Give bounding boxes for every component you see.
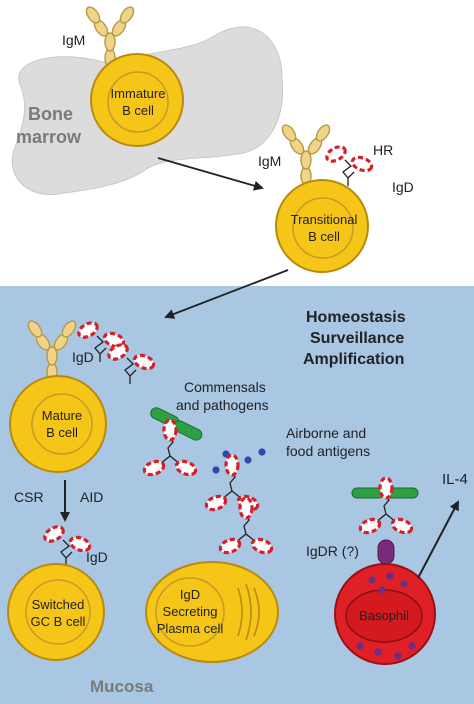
basophil-granules-icon [356,572,416,660]
transitional-cell-label-line1: Transitional [291,212,358,227]
bacteria-on-igd-icon [351,487,419,499]
switched-cell-label-line1: Switched [32,597,85,612]
basophil-cell: Basophil [334,476,436,665]
airborne-antigen-icon [212,448,266,474]
plasma-cell-label-line2: Secreting [163,604,218,619]
surveillance-label: Surveillance [310,330,404,347]
transitional-b-cell: Transitional B cell [275,122,376,273]
igd-label-3: IgD [86,549,108,565]
switched-cell-label-line2: GC B cell [31,614,86,629]
airborne-label-line2: food antigens [286,443,370,459]
commensals-label-line2: and pathogens [176,397,269,413]
mature-cell-label-line1: Mature [42,408,82,423]
amplification-label: Amplification [303,351,404,368]
hr-label: HR [373,142,393,158]
csr-label: CSR [14,489,44,505]
plasma-cell-label-line3: Plasma cell [157,621,224,636]
immature-cell-label-line1: Immature [111,86,166,101]
commensals-label-line1: Commensals [184,379,266,395]
igm-label-1: IgM [62,32,85,48]
mucosa-label: Mucosa [90,677,154,696]
transitional-cell-label-line2: B cell [308,229,340,244]
igm-antibody-icon [279,122,333,186]
bone-marrow-label-line1: Bone [28,104,73,124]
plasma-cell-label-line1: IgD [180,587,200,602]
basophil-label: Basophil [359,608,409,623]
arrow-immature-to-transitional [157,157,264,191]
airborne-label-line1: Airborne and [286,425,366,441]
igd-antibody-icon [322,142,376,188]
igm-label-2: IgM [258,153,281,169]
bone-marrow-label-line2: marrow [16,127,82,147]
il4-label: IL-4 [442,471,468,488]
igd-label-1: IgD [392,179,414,195]
arrow-basophil-to-il4 [417,500,459,579]
immature-cell-label-line2: B cell [122,103,154,118]
igd-label-2: IgD [72,349,94,365]
mature-cell-label-line2: B cell [46,425,78,440]
igd-secreting-plasma-cell: IgD Secreting Plasma cell [145,561,279,663]
igdr-label: IgDR (?) [306,543,359,559]
immature-b-cell: Immature B cell [83,4,184,147]
switched-gc-b-cell: Switched GC B cell [7,522,105,661]
mature-b-cell: Mature B cell [9,318,128,473]
igd-receptor-icon [377,539,395,565]
arrow-transitional-to-mature [164,269,289,319]
homeostasis-label: Homeostasis [306,309,406,326]
aid-label: AID [80,489,103,505]
